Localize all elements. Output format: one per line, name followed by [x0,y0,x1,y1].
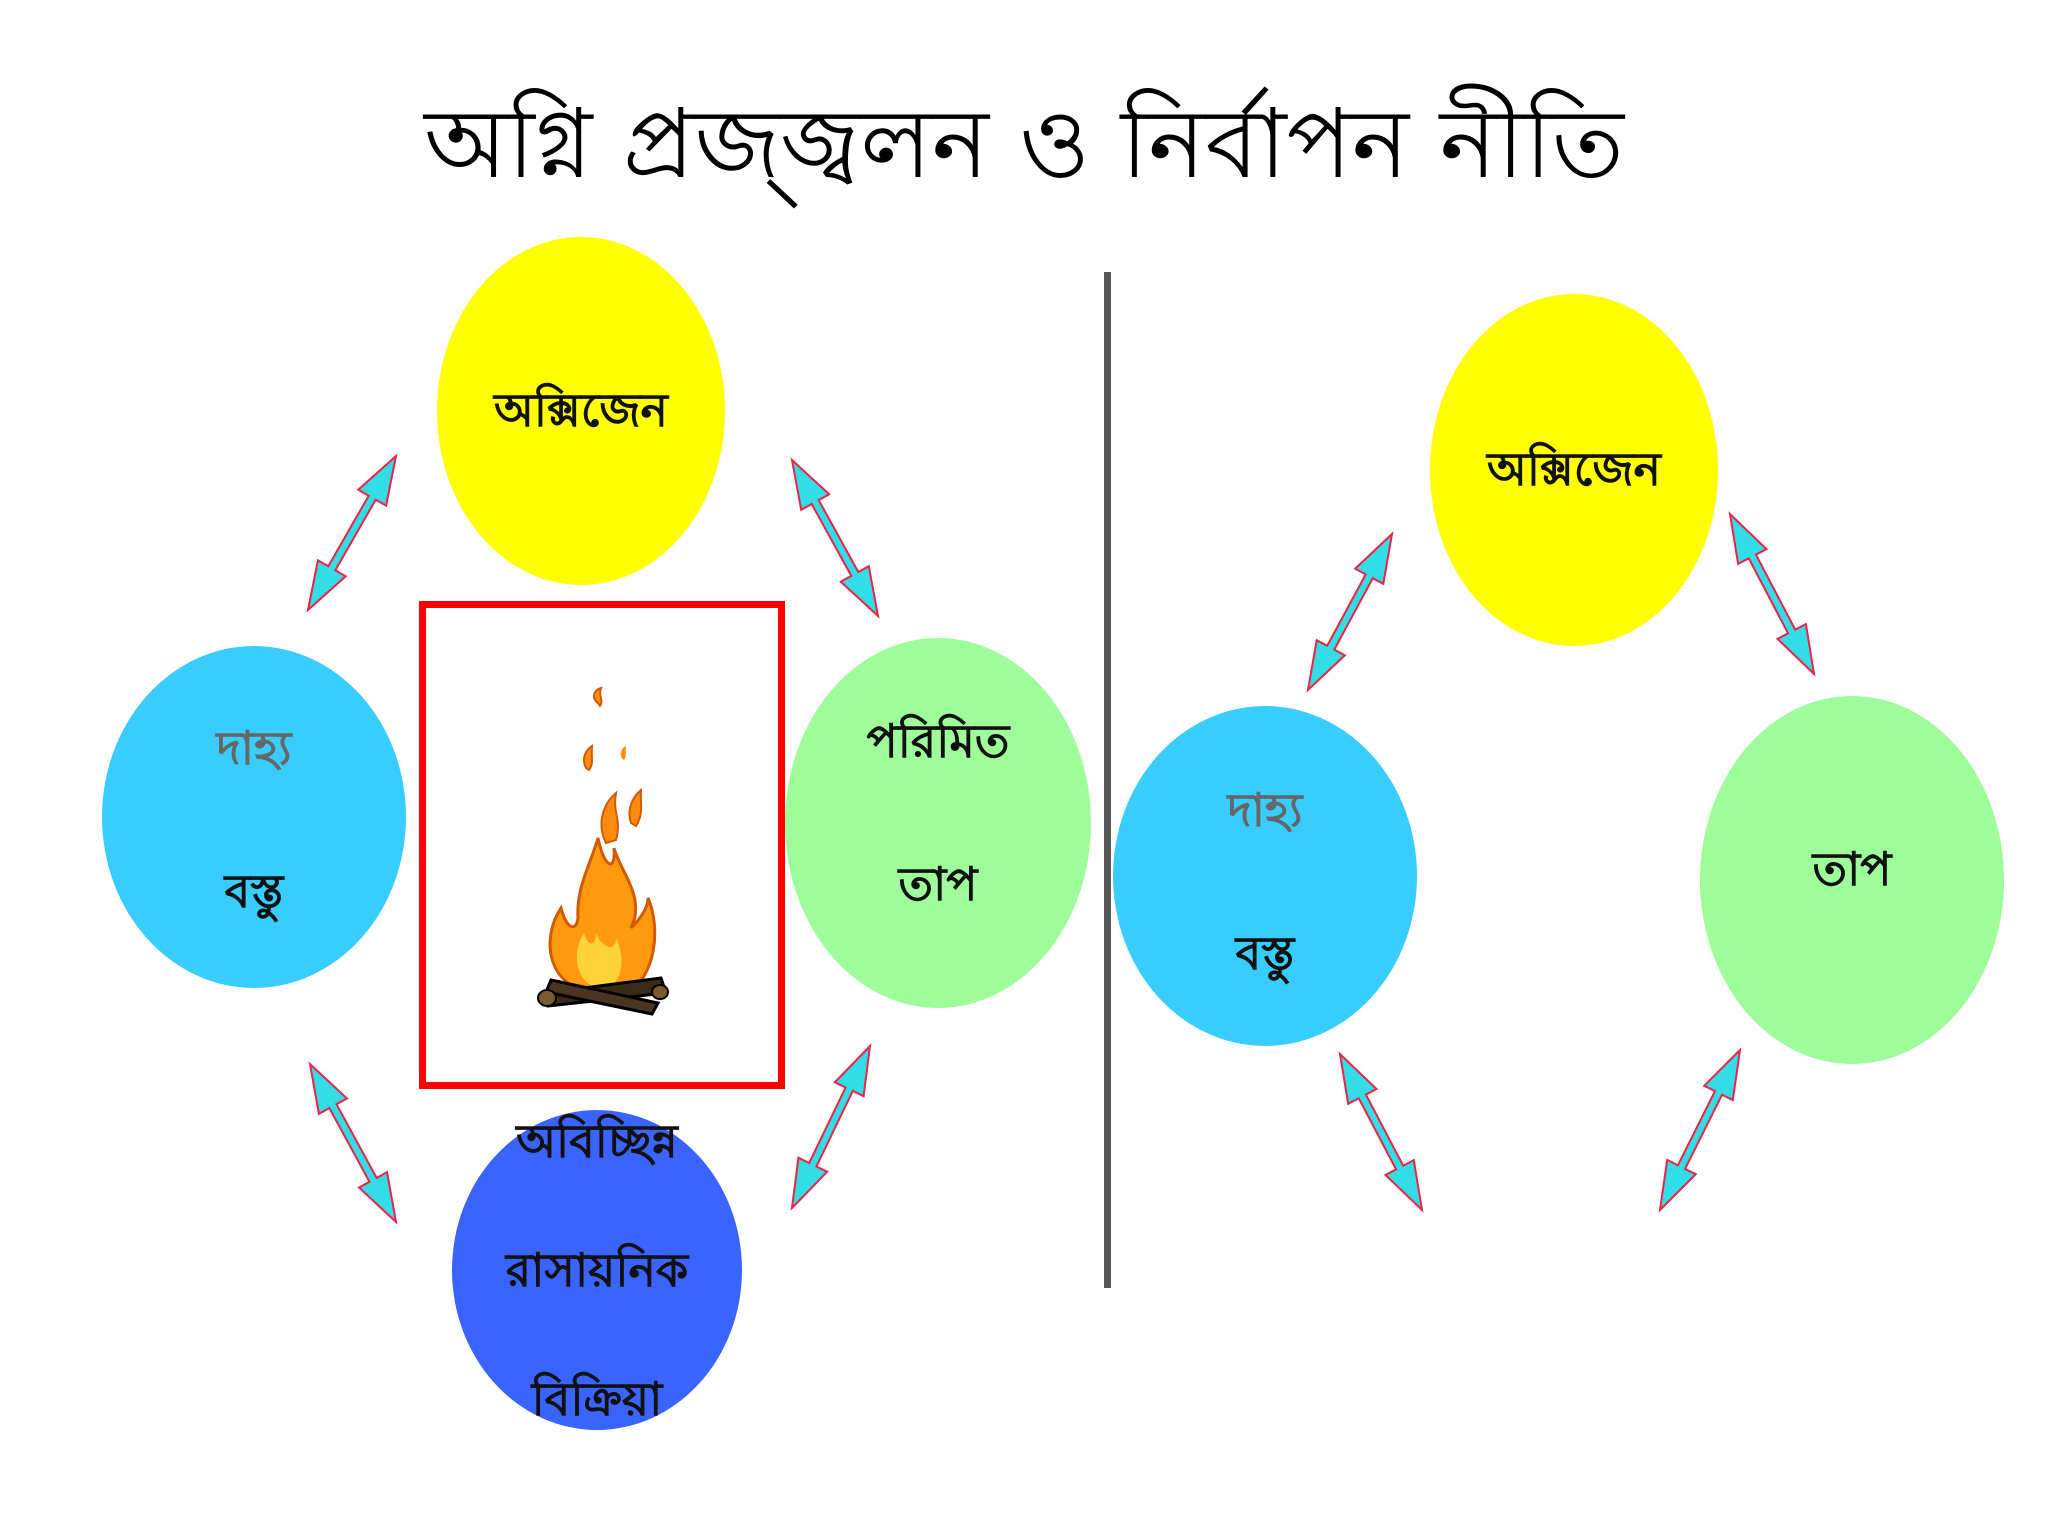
arrow-left-heat-chain [790,1043,872,1211]
right-oxygen-node: অক্সিজেন [1430,294,1718,646]
arrow-right-oxygen-heat [1728,511,1816,677]
left-oxygen-label: অক্সিজেন [494,383,668,438]
campfire-icon [537,686,669,1016]
left-chain-label-line3: বিক্রিয়া [531,1371,663,1426]
left-heat-label-line1: পরিমিত [866,714,1010,769]
left-fuel-node: দাহ্য বস্তু [102,646,406,988]
left-chain-reaction-node: অবিচ্ছিন্ন রাসায়নিক বিক্রিয়া [452,1110,742,1430]
arrow-left-oxygen-fuel [306,453,398,613]
left-heat-label-line2: তাপ [898,856,978,911]
vertical-divider [1104,272,1111,1288]
arrow-right-heat-bottom [1658,1047,1742,1213]
right-fuel-label-line2: বস্তু [1235,925,1295,980]
right-heat-label: তাপ [1812,842,1892,897]
left-fuel-label-line2: বস্তু [224,863,284,918]
fire-image-box [419,601,785,1089]
arrow-right-oxygen-fuel [1306,531,1394,693]
page-title: অগ্নি প্রজ্জ্বলন ও নির্বাপন নীতি [424,88,1624,200]
right-oxygen-label: অক্সিজেন [1487,442,1661,497]
right-fuel-node: দাহ্য বস্তু [1113,706,1417,1046]
arrow-left-oxygen-heat [790,457,880,619]
left-heat-node: পরিমিত তাপ [785,638,1091,1008]
arrow-right-fuel-bottom [1338,1051,1424,1213]
left-chain-label-line2: রাসায়নিক [505,1242,689,1297]
right-heat-node: তাপ [1700,696,2004,1064]
left-chain-label-line1: অবিচ্ছিন্ন [516,1114,678,1169]
arrow-left-fuel-chain [308,1061,398,1225]
left-fuel-label-line1: দাহ্য [216,721,292,776]
left-oxygen-node: অক্সিজেন [437,237,725,585]
right-fuel-label-line1: দাহ্য [1227,783,1303,838]
